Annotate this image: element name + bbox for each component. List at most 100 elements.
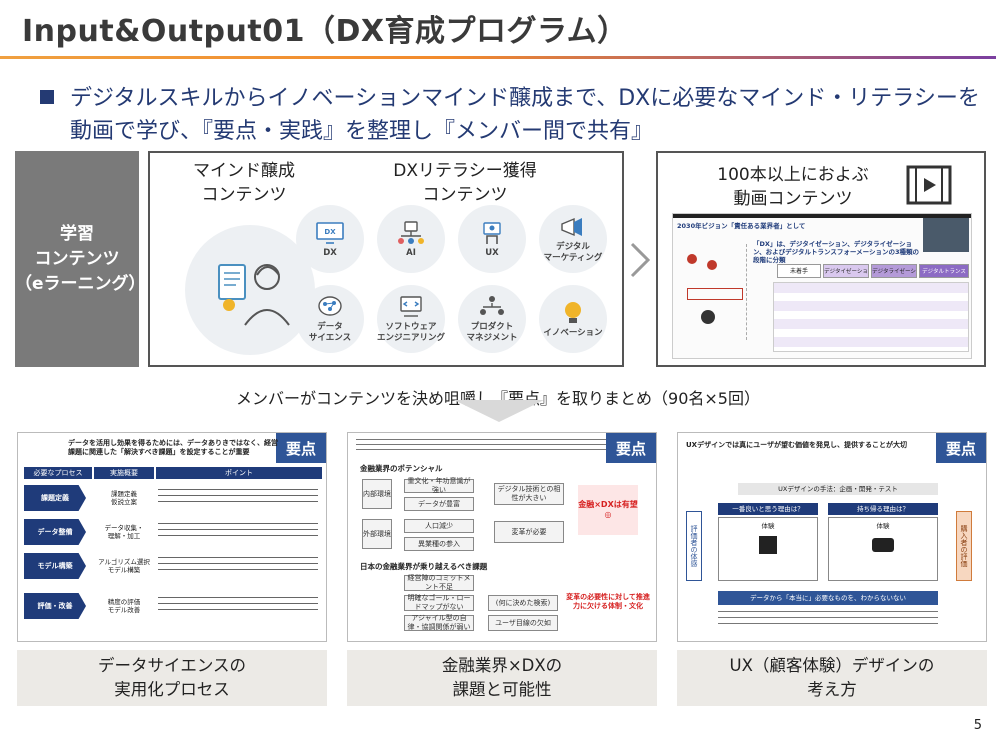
panel3-box: 体験 [828,517,938,581]
panel1-row-process: 課題定義 [24,485,86,511]
panel2-challenge: 経営陣のコミットメント不足 [404,574,474,591]
thumb-matrix [773,282,969,352]
panel2-intro-text [356,439,606,453]
mind-heading-line2: コンテンツ [201,185,287,205]
topic-label: UX [485,247,499,258]
summary-panel-finance-dx[interactable]: 要点 金融業界のポテンシャル 内部環境 外部環境 重文化・年功意識が強い データ… [347,432,657,642]
caption-line2: 実用化プロセス [114,680,230,699]
dot-icon [701,310,715,324]
panel3-sub: UXデザインの手法：企画・開発・テスト [738,483,938,495]
topic-innovation: イノベーション [539,285,607,353]
bulb-icon [565,301,581,323]
panel1-row-points [158,523,318,541]
panel1-header-points: ポイント [156,467,322,479]
mind-heading-line1: マインド醸成 [193,161,295,181]
panel1-row-process: 評価・改善 [24,593,86,619]
summary-panel-ux[interactable]: 要点 UXデザインでは真にユーザが望む価値を発見し、提供することが大切 UXデザ… [677,432,987,642]
panel3-left-vertical: 評価者の体感 [686,511,702,581]
panel1-row-process: データ整備 [24,519,86,545]
down-arrow-icon [454,400,544,422]
panel2-challenge-right: ユーザ目線の欠如 [488,615,558,631]
video-content-box: 100本以上におよぶ 動画コンテンツ 2030年ビジョン「責任ある業界者」として… [656,151,986,367]
panel2-tag-internal: 内部環境 [362,479,392,509]
mind-heading: マインド醸成 コンテンツ [164,159,324,207]
panel2-item: 異業種の参入 [404,537,474,551]
hand-icon [483,221,501,244]
panel3-box: 体験 [718,517,818,581]
chevron-right-icon [630,242,651,278]
side-label-line1: 学習 [60,223,94,244]
topic-data-science: データ サイエンス [296,285,364,353]
thumb-topbar [673,214,971,218]
topic-label: イノベーション [543,327,603,338]
content-topics-box: マインド醸成 コンテンツ DXリテラシー獲得 コンテンツ DX DX AI UX… [148,151,624,367]
topic-label: DX [323,247,337,258]
key-point-badge: 要点 [276,433,326,463]
topic-ux: UX [458,205,526,273]
panel3-box-label: 体験 [876,522,890,530]
product-box-icon [872,538,894,552]
dot-icon [707,260,717,270]
thumb-title: 2030年ビジョン「責任ある業界者」として [677,222,806,230]
megaphone-icon [561,217,582,237]
panel1-row-summary: 課題定義 仮説立案 [111,490,137,506]
team-icon [480,296,504,315]
dot-icon [687,254,697,264]
thumb-subtitle: 「DX」は、デジタイゼーション、デジタライゼーション、およびデジタルトランスフォ… [753,240,919,264]
caption-ux: UX（顧客体験）デザインの 考え方 [677,650,987,706]
panel3-box-title: 一番良いと思う理由は？ [718,503,818,515]
topic-label: デジタル マーケティング [543,242,603,263]
page-number: 5 [973,718,982,733]
video-thumbnail[interactable]: 2030年ビジョン「責任ある業界者」として 「DX」は、デジタイゼーション、デジ… [672,213,972,359]
svg-text:DX: DX [324,228,336,236]
thumb-col-1: デジタイゼーション [823,264,869,278]
film-play-icon [906,165,952,205]
panel2-bottom-note: 変革の必要性に対して推進力に欠ける体制・文化 [566,593,650,610]
video-heading-line2: 動画コンテンツ [733,189,853,209]
panel2-highlight: 金融×DXは有望◎ [578,485,638,535]
thumb-col-3: デジタルトランスフォーメーション [919,264,969,278]
person-with-document-icon [218,264,290,326]
panel1-row-points [158,557,318,575]
panel1-header-process: 必要なプロセス [24,467,92,479]
key-point-badge: 要点 [936,433,986,463]
panel1-row-summary: アルゴリズム選択 モデル構築 [98,558,150,574]
panel1-row-summary: 精度の評価 モデル改善 [107,598,141,614]
topic-product-management: プロダクト マネジメント [458,285,526,353]
bullet-square-icon [40,90,54,104]
panel3-box-label: 体験 [761,522,775,530]
caption-line2: 考え方 [807,680,857,699]
literacy-heading-line2: コンテンツ [422,185,508,205]
panel1-row-summary: データ収集・ 理解・加工 [104,524,144,540]
panel2-heading-b: 日本の金融業界が乗り越えるべき課題 [360,562,488,571]
topic-label: プロダクト マネジメント [466,322,518,343]
panel2-challenge: 明確なゴール・ロードマップがない [404,594,474,611]
brain-icon [318,296,342,316]
topic-software-engineering: ソフトウェア エンジニアリング [377,285,445,353]
topic-ai: AI [377,205,445,273]
panel2-heading-a: 金融業界のポテンシャル [360,464,443,473]
caption-data-science: データサイエンスの 実用化プロセス [17,650,327,706]
side-label-line2: コンテンツ [34,248,120,269]
key-point-badge: 要点 [606,433,656,463]
panel1-heading: データを活用し効果を得るためには、データありきではなく、経営課題に関連した「解決… [68,439,278,456]
topic-label: AI [406,247,416,258]
panel1-row-points [158,597,318,615]
panel2-item: 重文化・年功意識が強い [404,477,474,494]
middle-caption: メンバーがコンテンツを決め咀嚼し『要点』を取りまとめ（90名×5回） [236,389,760,408]
panel3-right-vertical: 購入者の評価 [956,511,972,581]
monitor-icon: DX [316,221,344,244]
summary-panel-data-science[interactable]: 要点 データを活用し効果を得るためには、データありきではなく、経営課題に関連した… [17,432,327,642]
panel2-challenge-right: (何に決めた検索) [488,595,558,611]
caption-line2: 課題と可能性 [452,680,552,699]
caption-finance-dx: 金融業界×DXの 課題と可能性 [347,650,657,706]
caption-line1: UX（顧客体験）デザインの [729,656,935,675]
topic-label: データ サイエンス [308,322,352,343]
page-title: Input&Output01（DX育成プログラム） [22,14,628,49]
panel3-box-title: 持ち帰る理由は？ [828,503,938,515]
thumb-highlight-box [687,288,743,300]
panel2-right-item: 変革が必要 [494,521,564,543]
learning-content-label: 学習 コンテンツ （eラーニング） [15,151,146,367]
mind-illustration [185,225,315,355]
topic-digital-marketing: デジタル マーケティング [539,205,607,273]
